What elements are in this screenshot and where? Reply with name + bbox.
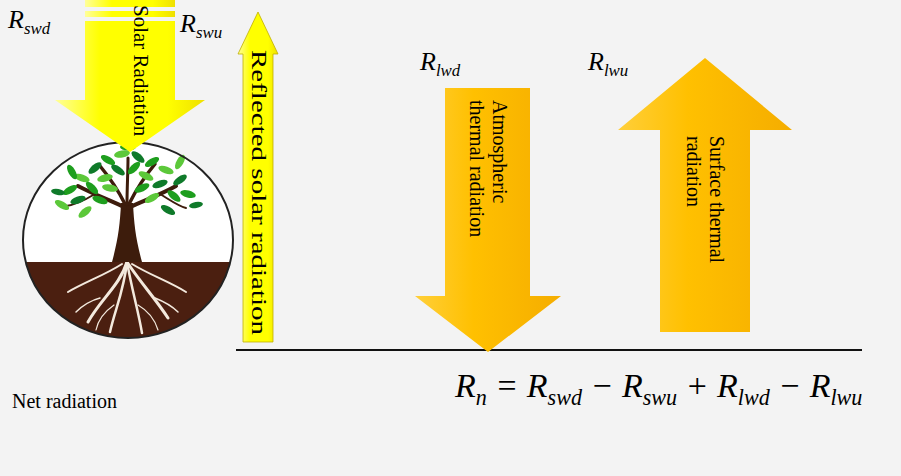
equation-operator: − <box>582 367 622 404</box>
illustration-part <box>77 204 94 220</box>
illustration-part <box>96 173 113 184</box>
label-holder: Net radiation <box>12 390 117 413</box>
arrow-label: Reflected solar radiation <box>247 50 270 335</box>
symbol-subscript: n <box>476 385 487 410</box>
text-slot: Atmospheric thermal radiation <box>465 100 511 250</box>
equation-operator: + <box>677 367 717 404</box>
vignette-outline <box>23 142 233 338</box>
symbol-subscript: lwu <box>604 61 628 80</box>
flux-symbol: Rlwd <box>420 46 460 77</box>
illustration-part <box>137 169 154 182</box>
symbol-subscript: swu <box>196 23 222 42</box>
equation-operator: − <box>770 367 810 404</box>
illustration-part <box>66 194 95 206</box>
symbol-letter: R <box>717 367 738 404</box>
text-slot: Solar Radiation <box>129 5 153 136</box>
tree-vignette <box>20 142 240 342</box>
illustration-part <box>91 194 108 206</box>
text-slot: Rswd <box>8 4 50 35</box>
illustration-part <box>102 183 119 193</box>
arrow-label: Surface thermal radiation <box>682 136 728 276</box>
illustration-part <box>157 164 174 176</box>
illustration-part <box>143 191 160 205</box>
symbol-subscript: swd <box>548 385 582 410</box>
soil <box>20 262 240 342</box>
atmospheric-arrow: RlwdAtmospheric thermal radiation <box>415 88 561 352</box>
illustration-part <box>96 305 114 330</box>
illustration-part <box>133 181 150 194</box>
flux-symbol: Rswd <box>8 4 50 35</box>
symbol-letter: R <box>8 5 24 34</box>
roots <box>68 262 186 333</box>
arrow-body <box>618 58 792 332</box>
illustration-part <box>110 262 127 332</box>
illustration-part <box>53 198 70 212</box>
arrow-body <box>415 88 561 352</box>
illustration-part <box>68 264 122 292</box>
symbol-letter: R <box>180 9 196 38</box>
illustration-part <box>112 203 142 262</box>
reflected-arrow: RswuReflected solar radiation <box>236 12 280 342</box>
illustration-part <box>166 188 183 204</box>
illustration-part <box>51 188 66 196</box>
illustration-part <box>189 201 204 209</box>
illustration-part <box>69 194 86 206</box>
illustration-part <box>132 264 186 292</box>
illustration-part <box>114 149 131 159</box>
illustration-part <box>87 160 104 176</box>
arrow-body <box>238 12 278 342</box>
illustration-part <box>61 183 78 197</box>
symbol-letter: R <box>622 367 643 404</box>
illustration-part <box>66 158 186 208</box>
text-slot: Rswu <box>180 8 222 39</box>
illustration-part <box>143 155 160 169</box>
illustration-part <box>65 163 79 180</box>
symbol-subscript: swd <box>24 19 50 38</box>
ground-line <box>236 349 862 351</box>
equation-operator: = <box>487 367 527 404</box>
illustration-part <box>155 298 178 312</box>
symbol-subscript: lwu <box>830 385 862 410</box>
tree-trunk <box>66 158 186 262</box>
illustration-part <box>171 173 188 188</box>
caption-label: Net radiation <box>12 390 117 413</box>
illustration-part <box>179 189 196 200</box>
text-slot: Rlwd <box>420 46 460 77</box>
symbol-subscript: lwd <box>436 61 460 80</box>
symbol-letter: R <box>420 47 436 76</box>
text-slot: Reflected solar radiation <box>247 50 270 247</box>
symbol-subscript: lwd <box>738 385 770 410</box>
text-slot: Surface thermal radiation <box>682 136 728 276</box>
illustration-part <box>159 203 176 217</box>
net-radiation-equation: Rn = Rswd − Rswu + Rlwd − Rlwu <box>455 366 862 405</box>
arrow-label: Atmospheric thermal radiation <box>465 100 511 250</box>
illustration-part <box>127 262 168 318</box>
symbol-letter: R <box>588 47 604 76</box>
flux-symbol: Rlwu <box>588 46 628 77</box>
symbol-letter: R <box>455 367 476 404</box>
symbol-letter: R <box>810 367 831 404</box>
illustration-part <box>151 178 168 190</box>
illustration-part <box>84 180 100 196</box>
symbol-subscript: swu <box>643 385 677 410</box>
symbol-letter: R <box>527 367 548 404</box>
label-holder: Rn = Rswd − Rswu + Rlwd − Rlwu <box>455 366 862 405</box>
illustration-part <box>127 158 128 204</box>
arrow-label: Solar Radiation <box>129 5 153 136</box>
text-slot: Rlwu <box>588 46 628 77</box>
surface-arrow: RlwuSurface thermal radiation <box>618 58 792 332</box>
flux-symbol: Rswu <box>180 8 222 39</box>
illustration-part <box>76 298 100 312</box>
illustration-part <box>109 163 126 178</box>
illustration-part <box>138 305 158 330</box>
